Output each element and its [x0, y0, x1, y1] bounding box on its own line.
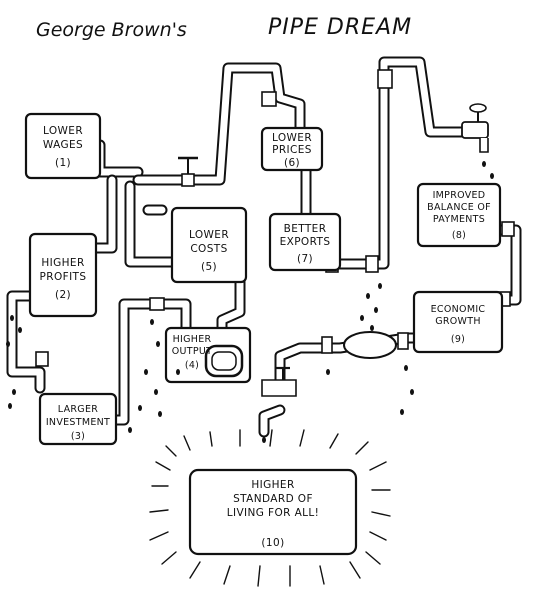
water-drips [6, 161, 494, 443]
svg-text:(9): (9) [451, 334, 465, 345]
valve-wheel-icon [178, 156, 198, 187]
svg-text:BALANCE OF: BALANCE OF [427, 202, 491, 213]
svg-text:GROWTH: GROWTH [435, 316, 481, 327]
svg-text:(10): (10) [261, 537, 284, 549]
svg-text:(4): (4) [185, 360, 199, 371]
svg-text:PAYMENTS: PAYMENTS [433, 214, 485, 225]
title-right: PIPE DREAM [268, 15, 412, 40]
node-economic-growth: ECONOMIC GROWTH (9) [412, 290, 504, 354]
node-larger-investment: LARGER INVESTMENT (3) [38, 392, 118, 446]
svg-text:PRICES: PRICES [272, 144, 312, 156]
svg-text:(3): (3) [71, 431, 85, 442]
svg-text:BETTER: BETTER [284, 223, 327, 235]
node-lower-wages: LOWER WAGES (1) [24, 112, 102, 180]
svg-text:LOWER: LOWER [189, 229, 229, 241]
svg-text:EXPORTS: EXPORTS [280, 236, 331, 248]
svg-text:(2): (2) [55, 289, 71, 301]
svg-text:(7): (7) [297, 253, 313, 265]
bulb-joint-icon [321, 331, 409, 359]
svg-text:HIGHER: HIGHER [41, 257, 84, 269]
svg-text:OUTPUT: OUTPUT [172, 346, 213, 357]
svg-text:STANDARD OF: STANDARD OF [233, 493, 313, 505]
svg-text:LIVING FOR ALL!: LIVING FOR ALL! [227, 507, 320, 519]
radiance-rays [149, 429, 391, 587]
svg-text:IMPROVED: IMPROVED [433, 190, 486, 201]
title-left: George Brown's [36, 19, 187, 41]
svg-text:ECONOMIC: ECONOMIC [431, 304, 486, 315]
svg-text:(8): (8) [452, 230, 466, 241]
node-higher-output: HIGHER OUTPUT (4) [164, 326, 252, 384]
svg-text:(6): (6) [284, 157, 300, 169]
svg-text:LOWER: LOWER [272, 132, 312, 144]
svg-text:(5): (5) [201, 261, 217, 273]
node-higher-profits: HIGHER PROFITS (2) [28, 232, 98, 318]
svg-text:HIGHER: HIGHER [251, 479, 294, 491]
svg-text:INVESTMENT: INVESTMENT [46, 417, 110, 428]
node-balance-of-payments: IMPROVED BALANCE OF PAYMENTS (8) [416, 182, 502, 248]
svg-text:LARGER: LARGER [58, 404, 98, 415]
node-higher-standard: HIGHER STANDARD OF LIVING FOR ALL! (10) [149, 429, 391, 587]
node-lower-prices: LOWER PRICES (6) [260, 126, 324, 172]
tap-bottom-left-icon [261, 366, 297, 397]
svg-text:WAGES: WAGES [43, 139, 83, 151]
svg-text:PROFITS: PROFITS [40, 271, 87, 283]
node-lower-costs: LOWER COSTS (5) [170, 206, 248, 284]
node-better-exports: BETTER EXPORTS (7) [268, 212, 342, 272]
svg-text:LOWER: LOWER [43, 125, 83, 137]
tap-top-right-icon [461, 103, 489, 153]
svg-text:(1): (1) [55, 157, 71, 169]
svg-text:COSTS: COSTS [190, 243, 227, 255]
svg-text:HIGHER: HIGHER [173, 334, 212, 345]
